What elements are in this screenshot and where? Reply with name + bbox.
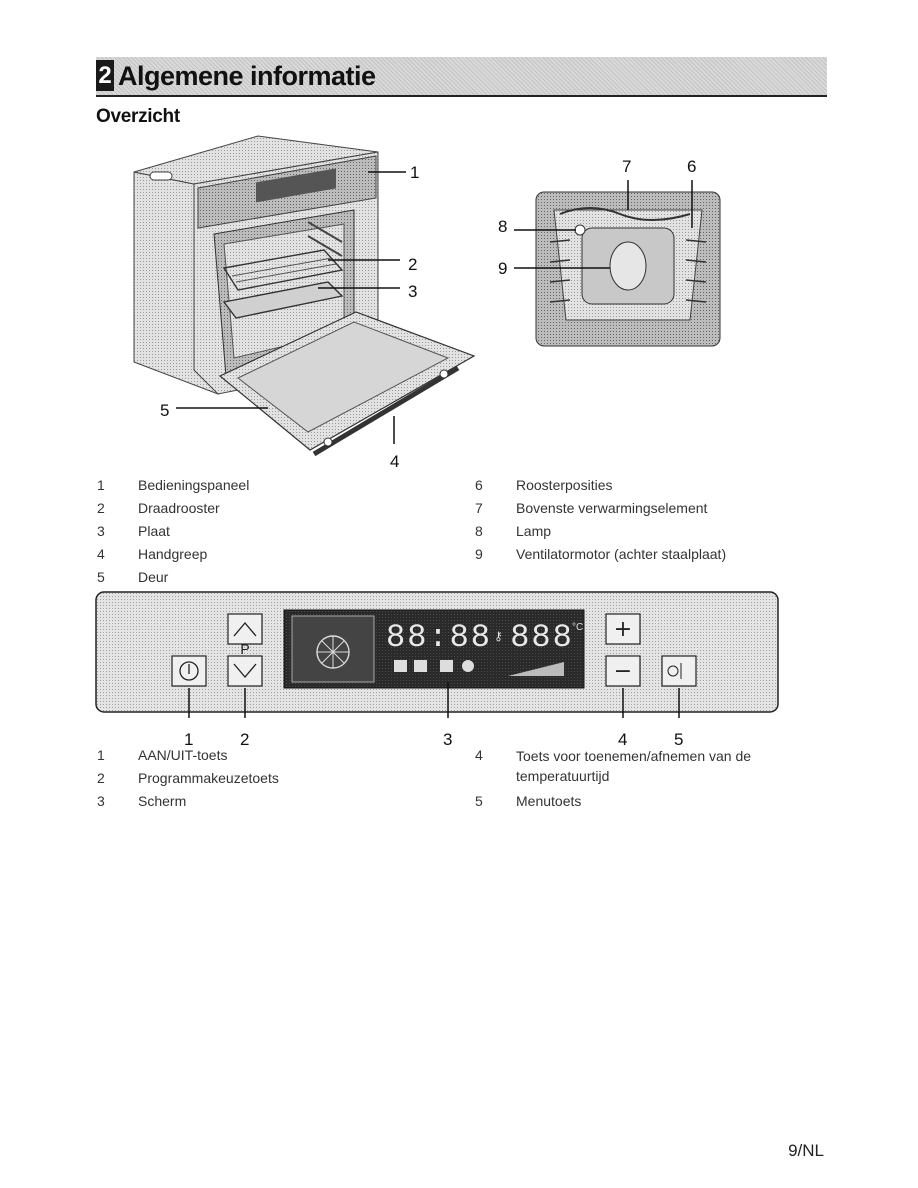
callout-5: 5 <box>160 401 170 420</box>
callout-6: 6 <box>687 157 697 176</box>
power-icon <box>179 661 199 681</box>
page-number: 9/NL <box>788 1141 824 1160</box>
callout-1: 1 <box>410 163 420 182</box>
panel-callout-5: 5 <box>674 730 684 749</box>
display-temp: 888 <box>510 619 574 656</box>
plus-button[interactable]: + <box>605 613 641 645</box>
chevron-up-icon <box>233 621 257 637</box>
section-header: 2 Algemene informatie <box>96 57 827 97</box>
svg-text:−: − <box>614 659 632 684</box>
oven-interior-illustration <box>514 180 721 347</box>
callout-7: 7 <box>622 157 632 176</box>
control-panel-illustration: P 88:88 ⚷ 888 °C + − <box>95 591 779 718</box>
power-button[interactable] <box>171 655 207 687</box>
temp-unit: °C <box>572 622 583 633</box>
callout-8: 8 <box>498 217 508 236</box>
panel-callout-1: 1 <box>184 730 194 749</box>
svg-text:+: + <box>614 617 632 642</box>
display-time: 88:88 <box>386 619 492 656</box>
callout-4: 4 <box>390 452 400 471</box>
bell-icon <box>440 660 453 672</box>
program-key-label: P <box>240 641 249 657</box>
panel-callout-2: 2 <box>240 730 250 749</box>
program-down-button[interactable] <box>227 655 263 687</box>
callout-3: 3 <box>408 282 418 301</box>
section-title: Algemene informatie <box>118 61 376 91</box>
section-number: 2 <box>96 60 114 91</box>
key-lock-icon: ⚷ <box>494 629 503 643</box>
clock-icon <box>667 665 679 677</box>
panel-callout-4: 4 <box>618 730 628 749</box>
minus-button[interactable]: − <box>605 655 641 687</box>
display-screen: 88:88 ⚷ 888 °C <box>283 609 585 689</box>
panel-callout-3: 3 <box>443 730 453 749</box>
chevron-down-icon <box>233 663 257 679</box>
fan-icon <box>316 635 350 669</box>
clock-icon <box>462 660 474 672</box>
menu-button[interactable] <box>661 655 697 687</box>
callout-9: 9 <box>498 259 508 278</box>
callout-2: 2 <box>408 255 418 274</box>
oven-illustration <box>133 135 476 457</box>
subheading: Overzicht <box>96 106 180 127</box>
program-up-button[interactable] <box>227 613 263 645</box>
